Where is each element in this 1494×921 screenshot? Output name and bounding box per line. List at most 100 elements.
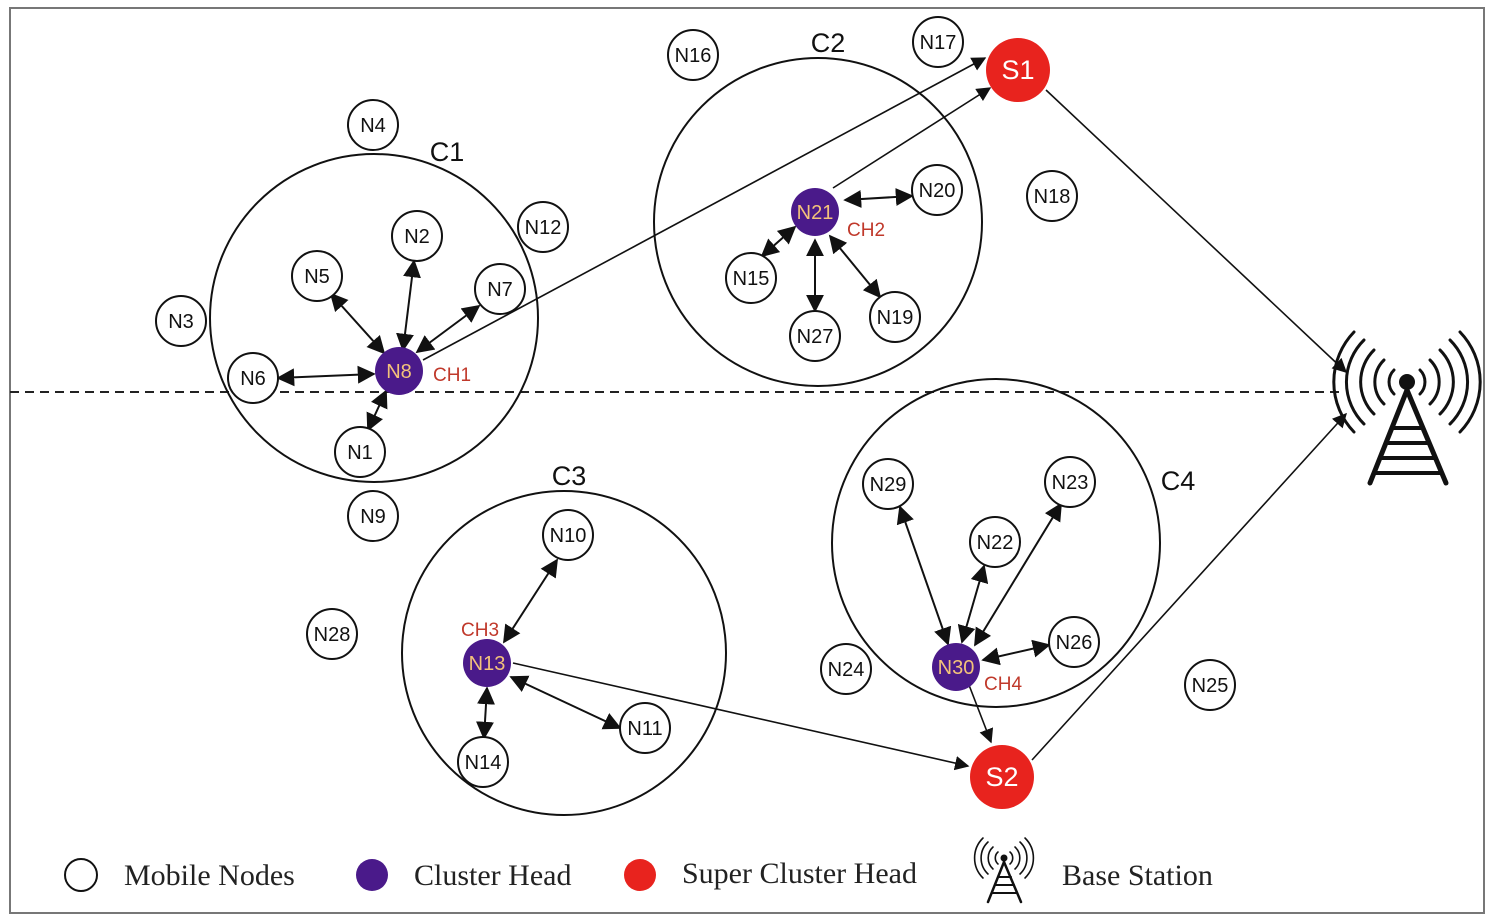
node-n16 <box>667 29 719 81</box>
mobile-nodes <box>155 16 1236 788</box>
node-label-n1: N1 <box>347 442 373 464</box>
node-n17 <box>912 16 964 68</box>
node-n25 <box>1184 659 1236 711</box>
cluster-heads: N8 N21 N13 N30 <box>375 188 980 691</box>
node-n15 <box>725 252 777 304</box>
mobile-node-labels: N1 N2 N3 N4 N5 N6 N7 N9 N10 N11 N12 N14 … <box>168 32 1228 774</box>
node-label-n5: N5 <box>304 266 330 288</box>
node-label-n29: N29 <box>870 474 907 496</box>
node-label-n22: N22 <box>977 532 1014 554</box>
c3-links <box>475 558 622 740</box>
node-label-n4: N4 <box>360 115 386 137</box>
antenna-tower-icon <box>973 837 1035 904</box>
cluster-head-n21 <box>791 188 839 236</box>
link-n8-s1 <box>422 57 987 361</box>
c2-links <box>760 187 914 313</box>
node-label-n23: N23 <box>1052 472 1089 494</box>
legend-mobile-node-swatch <box>64 858 98 892</box>
node-label-n27: N27 <box>797 326 834 348</box>
link-n15-n21 <box>760 225 797 258</box>
super-head-s2 <box>970 745 1034 809</box>
node-n29 <box>862 458 914 510</box>
link-n30-s2 <box>968 684 994 744</box>
legend: Mobile Nodes Cluster Head Super Cluster … <box>64 837 1213 904</box>
node-n2 <box>391 210 443 262</box>
node-label-n7: N7 <box>487 279 513 301</box>
cluster-label-c4: C4 <box>1161 466 1196 496</box>
ch-tag-ch1: CH1 <box>433 365 471 386</box>
node-label-n24: N24 <box>828 659 865 681</box>
node-n12 <box>517 201 569 253</box>
node-n5 <box>291 250 343 302</box>
c1-links <box>276 259 481 432</box>
link-n1-n8 <box>366 389 388 432</box>
node-n14 <box>457 736 509 788</box>
ch-tag-ch2: CH2 <box>847 220 885 241</box>
node-n20 <box>911 164 963 216</box>
super-head-label-s1: S1 <box>1001 55 1034 85</box>
node-n28 <box>306 608 358 660</box>
link-s1-base-station <box>1045 89 1348 373</box>
node-label-n9: N9 <box>360 506 386 528</box>
cluster-head-label-n8: N8 <box>386 361 412 383</box>
node-n24 <box>820 643 872 695</box>
node-n9 <box>347 490 399 542</box>
node-n23 <box>1044 456 1096 508</box>
cluster-c1-boundary <box>209 153 539 483</box>
cluster-head-label-n21: N21 <box>797 202 834 224</box>
link-n21-n20 <box>843 187 914 209</box>
link-n21-n19 <box>828 234 882 299</box>
cluster-head-n13 <box>463 639 511 687</box>
node-n3 <box>155 295 207 347</box>
node-label-n25: N25 <box>1192 675 1229 697</box>
antenna-tower-icon <box>1332 330 1482 486</box>
node-n26 <box>1048 616 1100 668</box>
cluster-c2-boundary <box>653 57 983 387</box>
node-label-n14: N14 <box>465 752 502 774</box>
cluster-head-n8 <box>375 347 423 395</box>
cluster-head-n30 <box>932 643 980 691</box>
node-label-n15: N15 <box>733 268 770 290</box>
ch-tag-ch4: CH4 <box>984 674 1022 695</box>
uplinks <box>422 57 1348 771</box>
legend-super-cluster-head-swatch <box>624 859 656 891</box>
legend-cluster-head: Cluster Head <box>414 859 571 892</box>
diagram-frame <box>9 7 1485 914</box>
node-label-n11: N11 <box>627 718 662 740</box>
link-n21-s1 <box>832 87 992 189</box>
super-head-s1 <box>986 38 1050 102</box>
link-n5-n8 <box>329 292 386 355</box>
super-head-label-s2: S2 <box>985 762 1018 792</box>
node-label-n3: N3 <box>168 311 194 333</box>
cluster-label-c1: C1 <box>430 137 465 167</box>
link-n22-n30 <box>957 564 989 644</box>
link-n23-n30 <box>974 502 1062 647</box>
link-s2-base-station <box>1031 412 1347 761</box>
link-n29-n30 <box>896 505 952 646</box>
node-n7 <box>474 263 526 315</box>
ch-tag-ch3: CH3 <box>461 620 499 641</box>
cluster-head-label-n13: N13 <box>469 653 506 675</box>
node-n6 <box>227 352 279 404</box>
c4-links <box>896 502 1062 666</box>
link-n26-n30 <box>981 639 1051 666</box>
node-label-n20: N20 <box>919 180 956 202</box>
cluster-head-label-n30: N30 <box>938 657 975 679</box>
node-n27 <box>789 310 841 362</box>
node-n11 <box>619 702 671 754</box>
cluster-c3-boundary <box>401 490 727 816</box>
link-n7-n8 <box>415 304 481 354</box>
node-label-n10: N10 <box>550 525 587 547</box>
legend-cluster-head-swatch <box>356 859 388 891</box>
link-n10-n13 <box>503 558 558 644</box>
link-n6-n8 <box>276 365 376 387</box>
node-label-n17: N17 <box>920 32 957 54</box>
ch-tags: CH1 CH2 CH3 CH4 <box>433 220 1022 695</box>
legend-super-cluster-head: Super Cluster Head <box>682 857 917 890</box>
node-label-n12: N12 <box>525 217 562 239</box>
node-n19 <box>869 291 921 343</box>
link-n13-s2 <box>512 662 970 771</box>
node-label-n16: N16 <box>675 45 712 67</box>
node-label-n26: N26 <box>1056 632 1093 654</box>
